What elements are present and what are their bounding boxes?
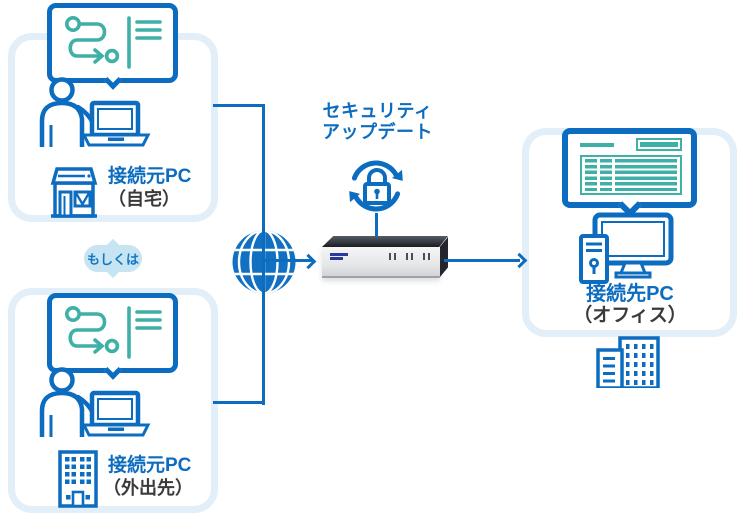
source-mobile-title: 接続元PC: [108, 455, 192, 476]
appliance-led-ports: [389, 253, 430, 260]
screen-header-box: [636, 138, 682, 151]
person-with-laptop: [36, 77, 152, 147]
connector-mobile-to-internet: [213, 401, 264, 404]
screen-title-bar: [580, 143, 614, 147]
appliance-top-face: [322, 236, 448, 247]
arrowhead-to-appliance-icon: [300, 253, 317, 270]
destination-label: 接続先PC （オフィス）: [552, 283, 708, 327]
security-update-label: セキュリティ アップデート: [305, 101, 450, 143]
security-update-line2: アップデート: [322, 122, 433, 142]
destination-title: 接続先PC: [586, 283, 674, 305]
connector-vertical-trunk: [262, 104, 265, 405]
store-icon: [46, 165, 102, 221]
person-icon: [49, 367, 75, 393]
vpn-appliance-device: [320, 236, 450, 280]
desktop-pc-icon: [578, 212, 674, 284]
office-building-small-icon: [58, 450, 98, 508]
source-mobile-label: 接続元PC （外出先）: [103, 455, 193, 499]
table-screen-icon: [562, 128, 697, 218]
source-home-subtitle: （自宅）: [108, 189, 180, 209]
source-mobile-subtitle: （外出先）: [103, 478, 193, 498]
office-buildings-icon: [596, 336, 660, 388]
person-with-laptop: [36, 367, 152, 437]
source-home-title: 接続元PC: [108, 166, 192, 187]
connector-internet-to-appliance: [263, 259, 313, 262]
screen-data-table: [580, 155, 682, 195]
source-home-label: 接続元PC （自宅）: [108, 166, 191, 210]
home-speech-bubble: [47, 3, 178, 90]
route-screen-icon: [65, 16, 162, 69]
sync-lock-icon: [344, 152, 410, 218]
connector-home-to-internet: [213, 104, 264, 107]
connector-update-to-appliance: [375, 213, 378, 237]
connector-appliance-to-office: [444, 259, 520, 262]
or-badge: もしくは: [84, 245, 142, 272]
route-screen-icon: [65, 306, 162, 359]
appliance-logo: [330, 253, 348, 260]
destination-subtitle: （オフィス）: [573, 305, 687, 326]
mobile-speech-bubble: [47, 293, 178, 380]
security-update-line1: セキュリティ: [322, 101, 433, 121]
appliance-front-face: [322, 247, 440, 278]
appliance-side-face: [440, 237, 448, 277]
person-icon: [49, 77, 75, 103]
